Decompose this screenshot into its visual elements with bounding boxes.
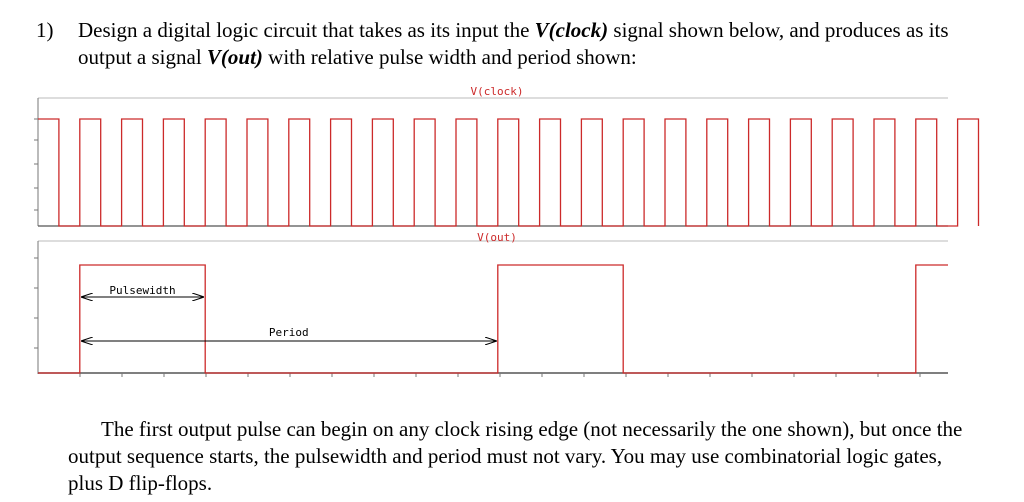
- footer-text: The first output pulse can begin on any …: [68, 417, 963, 495]
- clock-waveform: [38, 118, 980, 227]
- pulsewidth-label: Pulsewidth: [109, 284, 175, 297]
- question-number: 1): [36, 18, 54, 42]
- out-y-ticks: [34, 257, 38, 349]
- question-text-b: signal shown below, and produces as its …: [78, 18, 949, 69]
- clock-title: V(clock): [471, 85, 524, 98]
- clock-y-ticks: [34, 118, 38, 211]
- out-title: V(out): [477, 231, 517, 244]
- question-text-a: Design a digital logic circuit that take…: [78, 18, 535, 42]
- out-x-ticks: [79, 373, 921, 377]
- period-label: Period: [269, 326, 309, 339]
- question-body: Design a digital logic circuit that take…: [78, 17, 978, 71]
- signal-out-name: V(out): [206, 45, 263, 69]
- out-waveform: [38, 264, 948, 374]
- question-text-c: with relative pulse width and period sho…: [262, 45, 637, 69]
- signal-in-name: V(clock): [534, 18, 609, 42]
